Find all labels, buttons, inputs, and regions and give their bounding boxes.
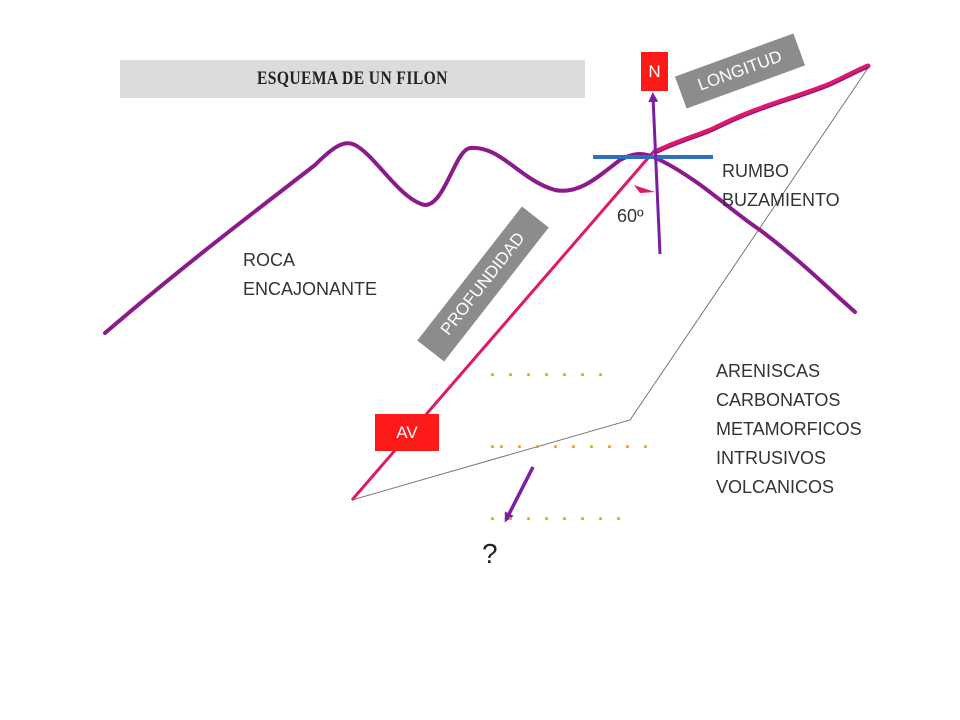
dots-row-2: .. . . . . . . . .	[490, 432, 653, 452]
vein-plane-outline	[351, 67, 869, 501]
dip-angle-mark	[634, 185, 655, 193]
rock-type-list: ARENISCAS CARBONATOS METAMORFICOS INTRUSIVO…	[716, 357, 862, 502]
vein-outcrop	[652, 63, 871, 155]
north-label: N	[648, 61, 661, 81]
rock-type-item: METAMORFICOS	[716, 419, 862, 439]
host-rock-labels: ROCA ENCAJONANTE	[243, 246, 377, 304]
diagram-title: ESQUEMA DE UN FILON	[257, 68, 448, 89]
rumbo-label: RUMBO	[722, 161, 789, 181]
terrain-profile	[103, 141, 857, 335]
question-mark: ?	[482, 538, 498, 569]
downward-arrow	[504, 466, 535, 523]
av-tag: AV	[375, 414, 439, 451]
rumbo-buzamiento-labels: RUMBO BUZAMIENTO	[722, 157, 840, 215]
av-label: AV	[396, 422, 418, 442]
rock-type-item: CARBONATOS	[716, 390, 841, 410]
rock-type-item: INTRUSIVOS	[716, 448, 827, 468]
buzamiento-label: BUZAMIENTO	[722, 190, 840, 210]
north-tag: N	[641, 52, 668, 91]
north-arrow	[648, 92, 662, 255]
diagram-title-box: ESQUEMA DE UN FILON	[120, 60, 585, 98]
dots-row-1: . . . . . . .	[490, 360, 608, 380]
rock-type-item: ARENISCAS	[716, 361, 821, 381]
rock-type-item: VOLCANICOS	[716, 477, 835, 497]
roca-label: ROCA	[243, 250, 296, 270]
dots-row-3: . . . . . . . .	[490, 504, 626, 524]
encajonante-label: ENCAJONANTE	[243, 279, 378, 299]
angle-label: 60º	[617, 206, 644, 226]
ore-dots: . . . . . . . .. . . . . . . . . . . . .…	[490, 310, 652, 550]
